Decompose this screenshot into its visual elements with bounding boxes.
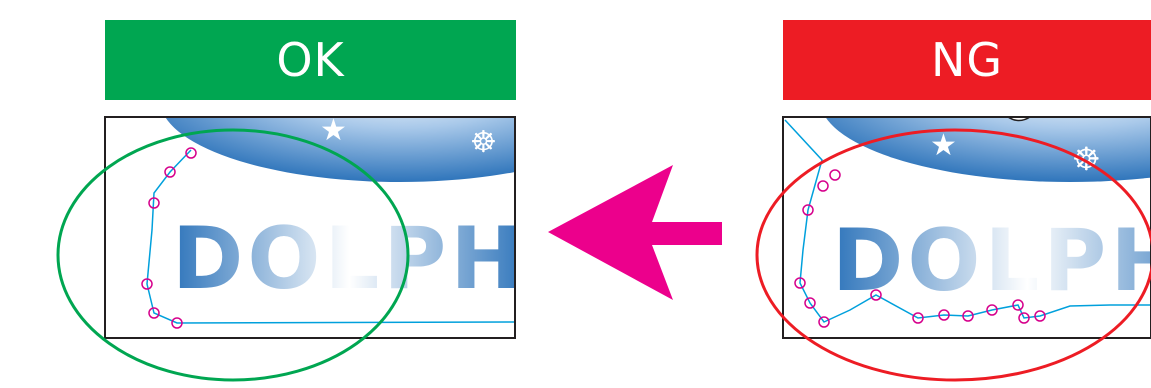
ok-starfish-icon: ★ bbox=[320, 113, 347, 148]
ok-blue-shape bbox=[160, 18, 640, 182]
ok-panel: ★ ☸ DOLPH bbox=[58, 18, 640, 380]
ng-shell-icon: ☸ bbox=[1072, 140, 1101, 178]
ok-artwork-word: DOLPH bbox=[172, 209, 526, 309]
ng-artwork-word: DOLPHI bbox=[832, 211, 1151, 311]
arrow-left-icon bbox=[548, 165, 722, 300]
ng-panel: ★ ☸ DOLPHI bbox=[757, 18, 1151, 380]
ok-shell-icon: ☸ bbox=[470, 125, 497, 160]
ng-starfish-icon: ★ bbox=[930, 128, 957, 163]
